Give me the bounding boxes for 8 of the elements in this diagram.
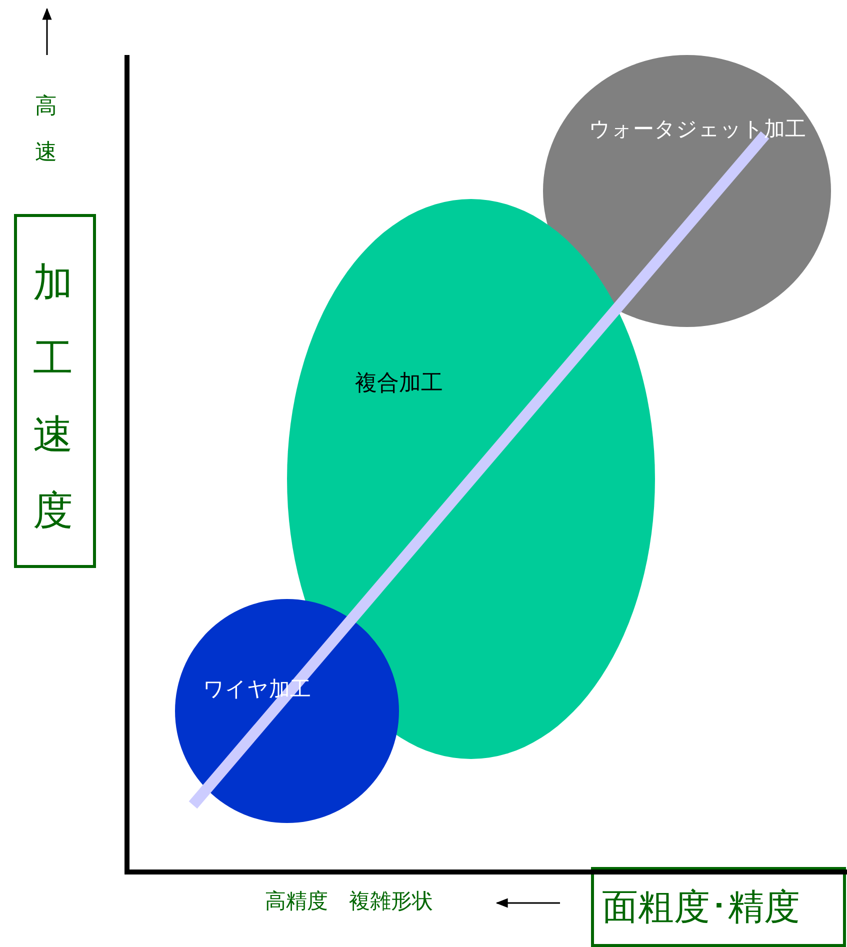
axis-direction-label: 高精度 複雑形状 <box>265 889 433 914</box>
axis-title-box <box>591 867 846 947</box>
axis-title: 面粗度･精度 <box>602 886 800 930</box>
region-label: 複合加工 <box>355 371 443 398</box>
axis-title-box <box>14 214 96 568</box>
axis-title: 加工速度 <box>33 259 73 536</box>
region-label: ウォータジェット加工 <box>589 117 806 142</box>
axis-direction-label: 高速 <box>35 93 57 168</box>
